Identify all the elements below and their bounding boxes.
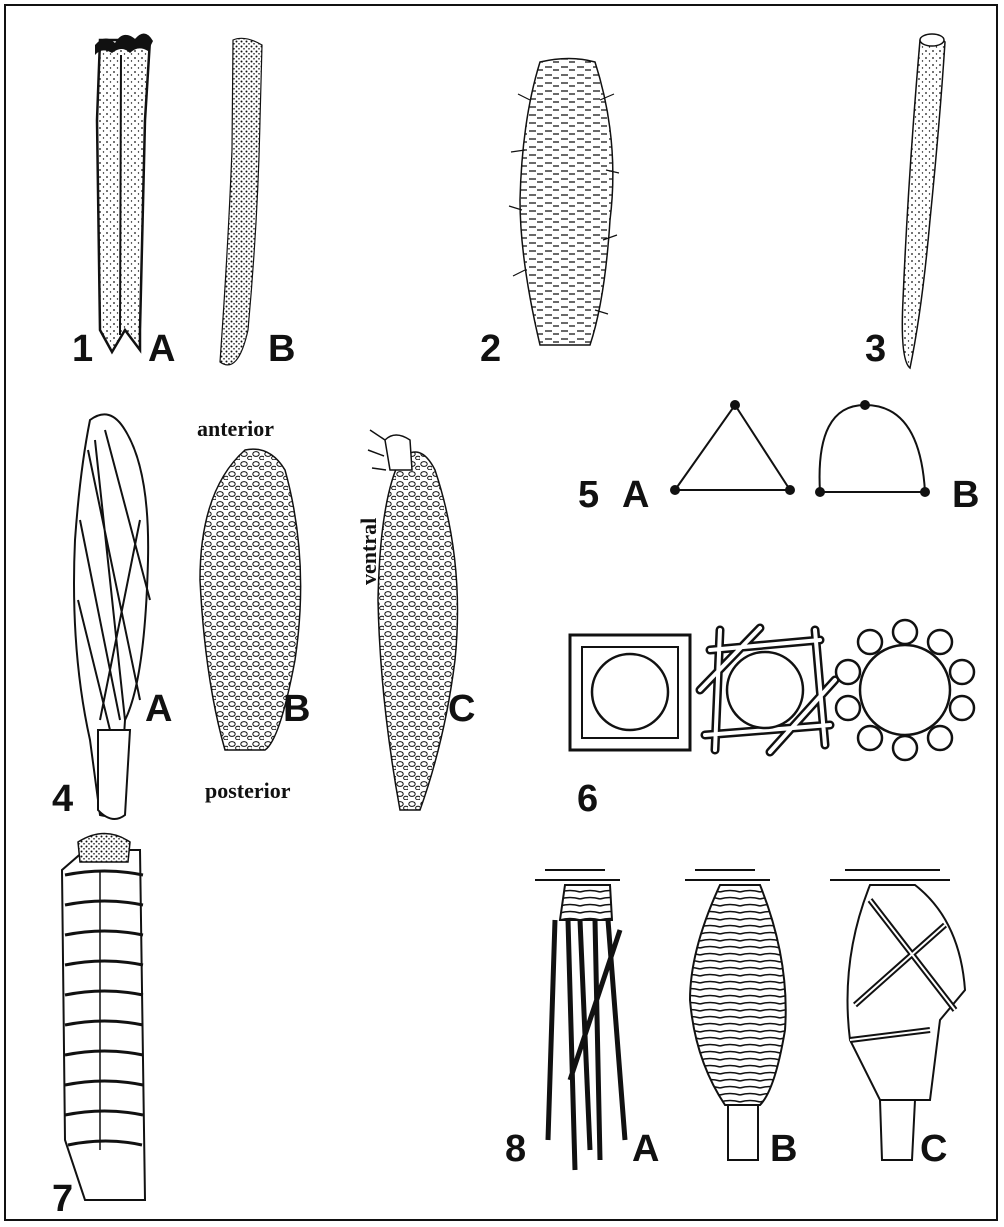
fig6-twig-section-drawing (700, 628, 835, 752)
fig8c-case-drawing (848, 885, 966, 1160)
fig1-number: 1 (72, 330, 93, 368)
fig4-posterior-label: posterior (205, 780, 291, 802)
fig4-label-b: B (283, 690, 310, 728)
fig1-label-b: B (268, 330, 295, 368)
fig4-anterior-label: anterior (197, 418, 274, 440)
fig4-label-a: A (145, 690, 172, 728)
fig2-case-drawing (509, 59, 619, 346)
fig5b-section-drawing (815, 400, 930, 497)
fig4-label-c: C (448, 690, 475, 728)
fig8a-case-drawing (548, 885, 625, 1170)
fig5-number: 5 (578, 476, 599, 514)
fig5a-section-drawing (670, 400, 795, 495)
fig8-label-c: C (920, 1130, 947, 1168)
fig5-label-b: B (952, 476, 979, 514)
fig3-case-drawing (902, 34, 945, 368)
fig4c-case-drawing (368, 430, 458, 810)
fig6-number: 6 (577, 780, 598, 818)
fig1a-case-drawing (95, 33, 153, 352)
fig6-square-section-drawing (570, 635, 690, 750)
fig8-label-b: B (770, 1130, 797, 1168)
fig4-number: 4 (52, 780, 73, 818)
fig2-number: 2 (480, 330, 501, 368)
fig4a-case-drawing (74, 414, 150, 819)
fig8-number: 8 (505, 1130, 526, 1168)
fig8-substrate-lines (535, 870, 950, 880)
fig1b-case-drawing (220, 38, 262, 365)
fig5-label-a: A (622, 476, 649, 514)
fig8-label-a: A (632, 1130, 659, 1168)
fig1-label-a: A (148, 330, 175, 368)
fig8b-case-drawing (690, 885, 786, 1160)
fig7-case-drawing (62, 834, 145, 1201)
fig7-number: 7 (52, 1180, 73, 1218)
fig6-shell-section-drawing (836, 620, 974, 760)
fig4-ventral-label: ventral (358, 518, 380, 585)
fig3-number: 3 (865, 330, 886, 368)
